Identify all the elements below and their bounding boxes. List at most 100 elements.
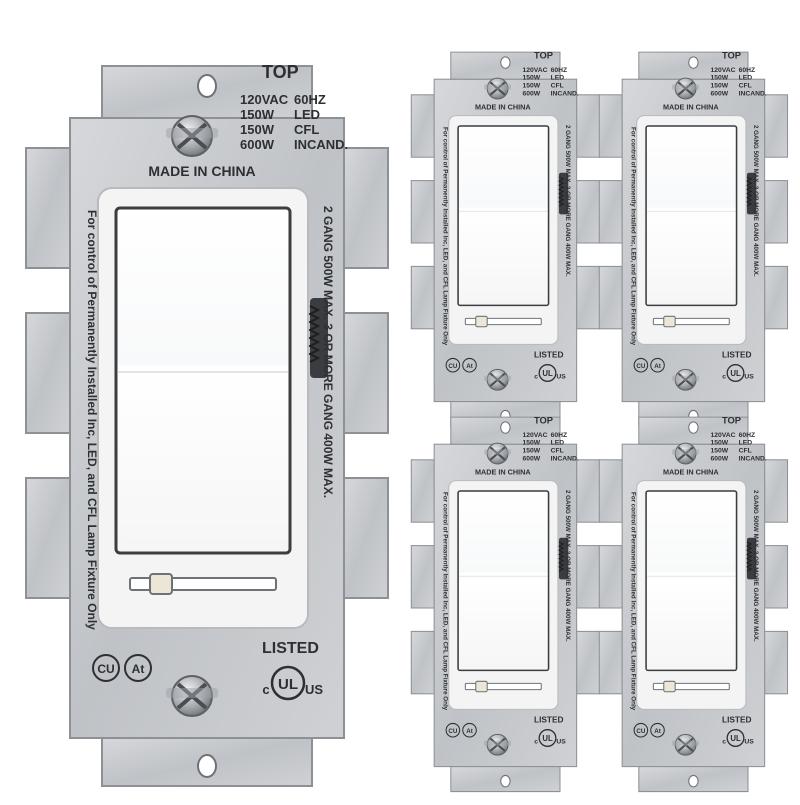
at-mark-icon: [124, 654, 152, 682]
left-rating-text: For control of Permanently Installed Inc…: [442, 127, 449, 346]
rating-unit: CFL: [739, 83, 752, 90]
rating-unit: CFL: [551, 83, 564, 90]
ul-mark-icon: [538, 729, 557, 747]
rating-unit: 60HZ: [739, 432, 756, 439]
rating-value: 150W: [711, 83, 729, 90]
rating-value: 120VAC: [523, 432, 548, 439]
left-rating-text: For control of Permanently Installed Inc…: [630, 492, 637, 711]
rating-value: 600W: [711, 455, 729, 462]
cu-mark-icon: [445, 722, 461, 738]
top-label: TOP: [262, 62, 299, 82]
made-in-label: MADE IN CHINA: [663, 467, 719, 476]
rating-unit: INCAND.: [551, 90, 579, 97]
rating-unit: 60HZ: [739, 67, 756, 74]
made-in-label: MADE IN CHINA: [663, 102, 719, 111]
rating-unit: 60HZ: [551, 432, 568, 439]
at-mark-text: At: [132, 662, 145, 676]
rating-unit: LED: [739, 75, 753, 82]
at-mark-text: At: [466, 363, 473, 370]
top-label: TOP: [722, 50, 741, 60]
rating-value: 600W: [240, 137, 275, 152]
top-label: TOP: [534, 415, 553, 425]
rating-value: 120VAC: [240, 92, 289, 107]
ul-c-text: c: [534, 739, 538, 746]
left-rating-text: For control of Permanently Installed Inc…: [630, 127, 637, 346]
rating-value: 150W: [523, 440, 541, 447]
rating-value: 120VAC: [711, 432, 736, 439]
rating-value: 600W: [711, 90, 729, 97]
made-in-label: MADE IN CHINA: [475, 102, 531, 111]
cu-mark-text: CU: [448, 363, 458, 370]
at-mark-icon: [462, 357, 477, 373]
ul-mark-text: UL: [542, 734, 553, 743]
ul-us-text: US: [305, 682, 323, 697]
ul-mark-icon: [270, 665, 306, 701]
right-rating-text: 2 GANG 500W MAX. 3 OR MORE GANG 400W MAX…: [752, 490, 759, 642]
ul-us-text: US: [556, 739, 566, 746]
right-rating-text: 2 GANG 500W MAX. 3 OR MORE GANG 400W MAX…: [564, 125, 571, 277]
ul-c-text: c: [534, 374, 538, 381]
rating-unit: INCAND.: [739, 90, 767, 97]
rating-value: 120VAC: [711, 67, 736, 74]
rating-value: 150W: [523, 83, 541, 90]
cu-mark-icon: [445, 357, 461, 373]
rating-unit: INCAND.: [551, 455, 579, 462]
at-mark-text: At: [654, 728, 661, 735]
listed-label: LISTED: [722, 349, 752, 359]
at-mark-icon: [650, 722, 665, 738]
rating-value: 150W: [711, 448, 729, 455]
left-rating-text: For control of Permanently Installed Inc…: [442, 492, 449, 711]
right-rating-text: 2 GANG 500W MAX. 3 OR MORE GANG 400W MAX…: [752, 125, 759, 277]
ul-us-text: US: [556, 374, 566, 381]
rating-unit: 60HZ: [294, 92, 326, 107]
ul-mark-icon: [726, 364, 745, 382]
rating-unit: LED: [551, 75, 565, 82]
cu-mark-icon: [92, 654, 120, 682]
ul-c-text: c: [262, 682, 269, 697]
rating-value: 150W: [240, 107, 275, 122]
ul-mark-text: UL: [730, 369, 741, 378]
ul-mark-text: UL: [278, 676, 298, 693]
ul-mark-icon: [538, 364, 557, 382]
ul-us-text: US: [744, 374, 754, 381]
ul-mark-text: UL: [542, 369, 553, 378]
made-in-label: MADE IN CHINA: [475, 467, 531, 476]
cu-mark-icon: [633, 357, 649, 373]
rating-value: 600W: [523, 90, 541, 97]
ul-mark-icon: [726, 729, 745, 747]
listed-label: LISTED: [262, 640, 319, 657]
rating-unit: CFL: [294, 122, 319, 137]
cu-mark-text: CU: [97, 662, 114, 676]
rating-value: 150W: [711, 75, 729, 82]
at-mark-icon: [462, 722, 477, 738]
ul-c-text: c: [722, 374, 726, 381]
top-label: TOP: [722, 415, 741, 425]
right-rating-text: 2 GANG 500W MAX. 3 OR MORE GANG 400W MAX…: [321, 206, 335, 498]
rating-unit: CFL: [739, 448, 752, 455]
ul-mark-text: UL: [730, 734, 741, 743]
rating-value: 150W: [711, 440, 729, 447]
at-mark-text: At: [466, 728, 473, 735]
ul-us-text: US: [744, 739, 754, 746]
rating-value: 150W: [240, 122, 275, 137]
at-mark-icon: [650, 357, 665, 373]
ul-c-text: c: [722, 739, 726, 746]
top-label: TOP: [534, 50, 553, 60]
rating-unit: LED: [739, 440, 753, 447]
rating-value: 600W: [523, 455, 541, 462]
rating-unit: 60HZ: [551, 67, 568, 74]
made-in-label: MADE IN CHINA: [148, 163, 255, 179]
rating-value: 120VAC: [523, 67, 548, 74]
rating-unit: LED: [294, 107, 320, 122]
listed-label: LISTED: [534, 714, 564, 724]
listed-label: LISTED: [722, 714, 752, 724]
cu-mark-text: CU: [636, 363, 646, 370]
rating-unit: CFL: [551, 448, 564, 455]
